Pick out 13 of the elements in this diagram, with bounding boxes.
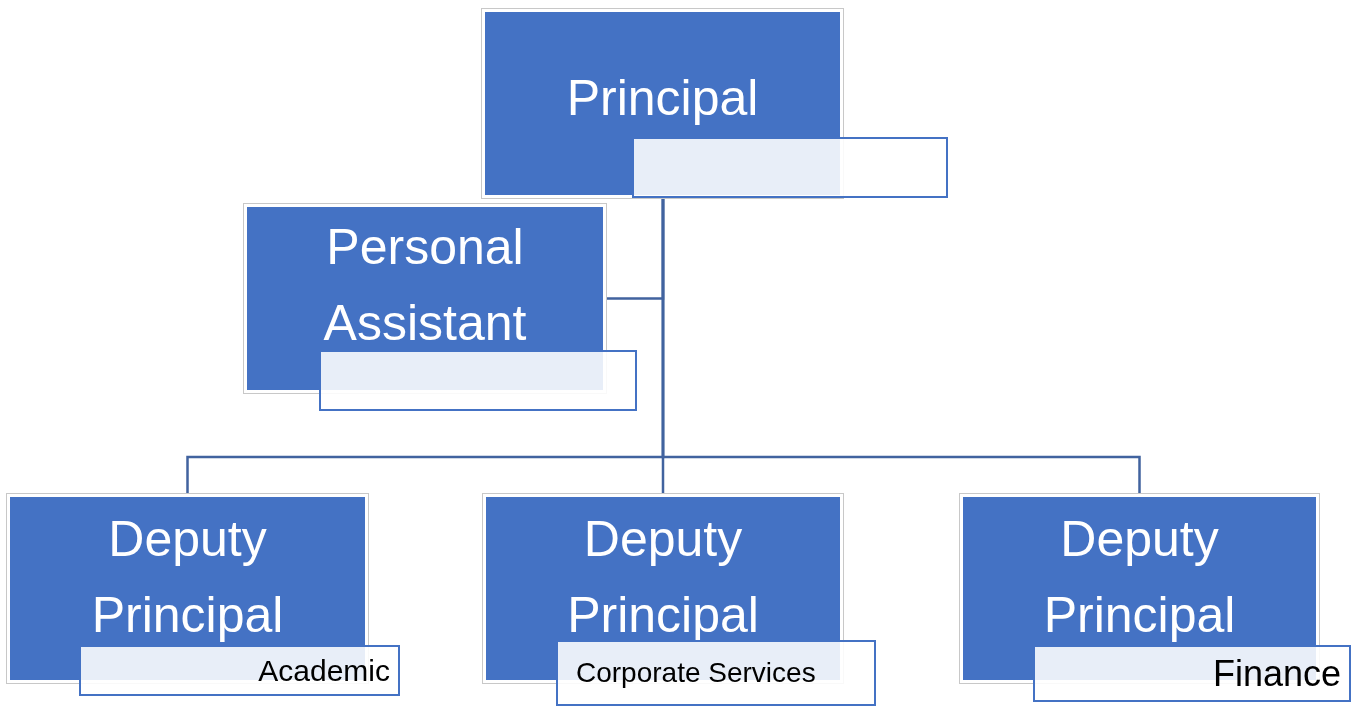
subtitle-text: Corporate Services (576, 657, 816, 689)
role-title: Personal Assistant (322, 218, 528, 353)
name-box (632, 137, 948, 198)
role-title: Deputy Principal (566, 510, 760, 645)
role-title: Principal (566, 69, 759, 128)
role-title: Deputy Principal (1042, 510, 1237, 645)
name-box (319, 350, 637, 411)
subtitle-box (79, 645, 400, 696)
role-title: Deputy Principal (90, 510, 285, 645)
subtitle-text: Academic (258, 653, 390, 688)
subtitle-text: Finance (1212, 652, 1341, 695)
subtitle-box (556, 640, 876, 706)
subtitle-box (1033, 645, 1351, 702)
